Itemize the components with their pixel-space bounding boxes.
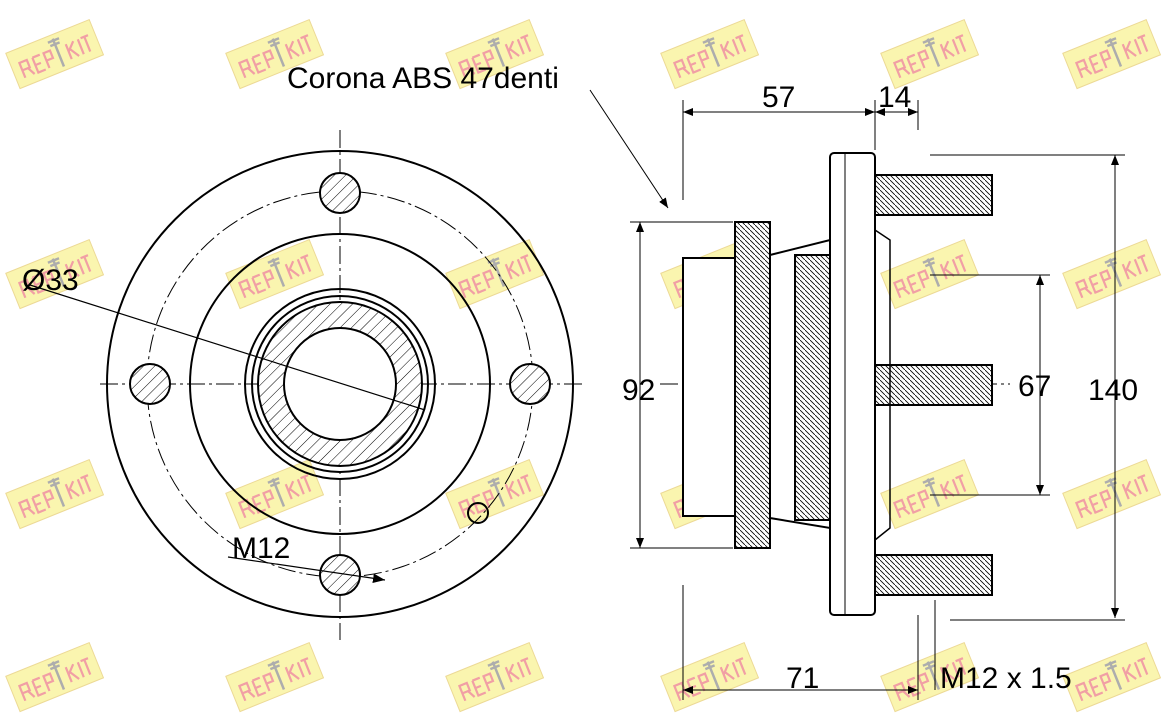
depth-57-label: 57 bbox=[762, 81, 795, 114]
front-view bbox=[29, 130, 585, 640]
repkit-watermark bbox=[445, 458, 545, 530]
repkit-watermark bbox=[445, 238, 545, 310]
repkit-watermark bbox=[225, 238, 325, 310]
repkit-watermark bbox=[225, 458, 325, 530]
bolt-hole bbox=[509, 363, 551, 405]
repkit-watermark bbox=[445, 641, 545, 713]
repkit-watermark bbox=[5, 18, 105, 90]
dimensions bbox=[589, 89, 1125, 700]
wheel-stud bbox=[874, 554, 993, 596]
stud-thread-right-label: M12 x 1.5 bbox=[940, 662, 1072, 695]
repkit-watermark bbox=[5, 238, 105, 310]
overall-71-label: 71 bbox=[786, 662, 819, 695]
bolt-hole bbox=[129, 363, 171, 405]
flange-diameter-label: 140 bbox=[1088, 374, 1138, 407]
bore-diameter-label: Ø33 bbox=[22, 264, 79, 297]
repkit-watermark bbox=[880, 18, 980, 90]
flange bbox=[829, 152, 876, 616]
outer-ring-diameter-label: 92 bbox=[622, 374, 655, 407]
bolt-hole bbox=[319, 554, 361, 596]
repkit-watermark bbox=[225, 641, 325, 713]
side-view bbox=[660, 152, 1010, 616]
repkit-watermark bbox=[880, 458, 980, 530]
wheel-stud bbox=[874, 364, 993, 406]
wheel-stud bbox=[874, 174, 993, 216]
repkit-watermark bbox=[660, 641, 760, 713]
abs-ring-label: Corona ABS 47denti bbox=[287, 62, 559, 95]
repkit-watermark bbox=[225, 18, 325, 90]
stud-thread-left-label: M12 bbox=[232, 532, 290, 565]
repkit-watermark bbox=[1062, 458, 1162, 530]
repkit-watermark bbox=[1062, 641, 1162, 713]
repkit-watermark bbox=[660, 18, 760, 90]
repkit-watermark bbox=[1062, 18, 1162, 90]
bolt-hole bbox=[319, 172, 361, 214]
repkit-watermark bbox=[445, 18, 545, 90]
abs-ring bbox=[734, 221, 771, 549]
repkit-watermark bbox=[1062, 238, 1162, 310]
repkit-watermark bbox=[880, 238, 980, 310]
repkit-watermark bbox=[5, 641, 105, 713]
pilot-diameter-label: 67 bbox=[1018, 370, 1051, 403]
repkit-watermark bbox=[5, 458, 105, 530]
flange-thickness-label: 14 bbox=[878, 81, 911, 114]
